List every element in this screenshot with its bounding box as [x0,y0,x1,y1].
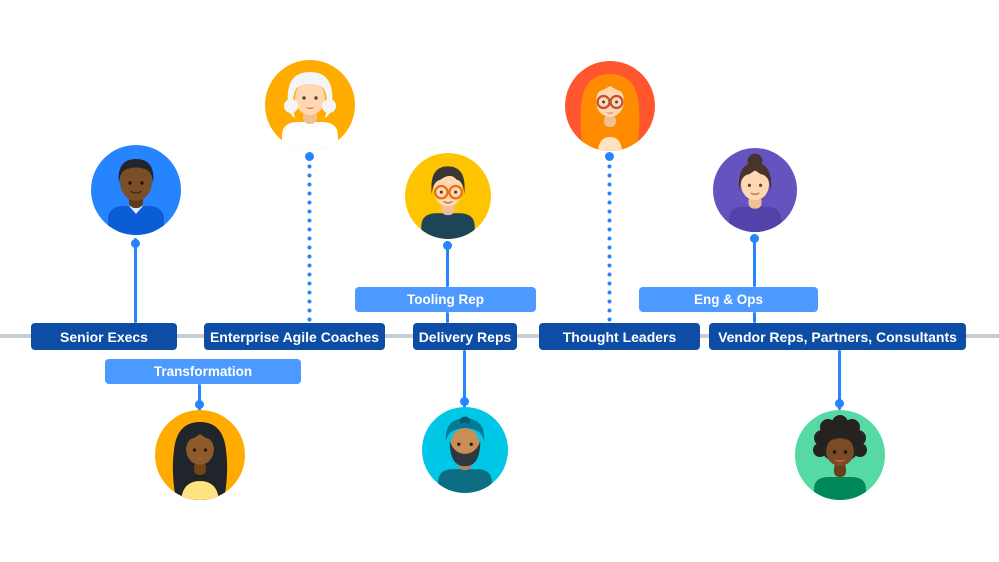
connector-vendor-reps [838,350,841,410]
timeline-label-delivery-reps: Delivery Reps [413,323,517,350]
senior-exec-face-illustration [108,159,164,235]
connector-dot-vendor-reps [835,399,844,408]
sub-label-tooling-rep: Tooling Rep [355,287,536,312]
thought-leader-avatar [565,61,655,151]
connector-enterprise-agile-coaches [307,153,312,323]
sub-label-eng-ops: Eng & Ops [639,287,818,312]
delivery-rep-avatar [422,407,508,493]
connector-tooling-rep [446,241,449,287]
delivery-rep-face-illustration [438,416,492,493]
transformation-face-illustration [172,422,228,500]
connector-dot-senior-execs [131,239,140,248]
connector-transformation [198,384,201,411]
enterprise-agile-coach-avatar [265,60,355,150]
thought-leader-face-illustration [580,74,640,151]
connector-dot-delivery-reps [460,397,469,406]
connector-thought-leaders [607,153,612,323]
connector-dot-transformation [195,400,204,409]
connector-dot-eng-ops [750,234,759,243]
senior-exec-avatar [91,145,181,235]
connector-tooling-rep-lower [446,312,449,323]
connector-dot-enterprise-agile-coaches [305,152,314,161]
timeline-label-senior-execs: Senior Execs [31,323,177,350]
tooling-rep-face-illustration [421,166,475,239]
vendor-rep-face-illustration [813,415,867,500]
timeline-label-vendor-reps: Vendor Reps, Partners, Consultants [709,323,966,350]
connector-dot-thought-leaders [605,152,614,161]
tooling-rep-avatar [405,153,491,239]
coach-face-illustration [282,72,338,150]
eng-ops-face-illustration [728,153,782,232]
connector-delivery-reps [463,350,466,408]
connector-senior-execs [134,238,137,323]
connector-eng-ops-lower [753,312,756,323]
connector-dot-tooling-rep [443,241,452,250]
timeline-label-thought-leaders: Thought Leaders [539,323,700,350]
vendor-rep-avatar [795,410,885,500]
transformation-avatar [155,410,245,500]
timeline-label-enterprise-agile-coaches: Enterprise Agile Coaches [204,323,385,350]
connector-eng-ops [753,234,756,287]
sub-label-transformation: Transformation [105,359,301,384]
eng-ops-avatar [713,148,797,232]
